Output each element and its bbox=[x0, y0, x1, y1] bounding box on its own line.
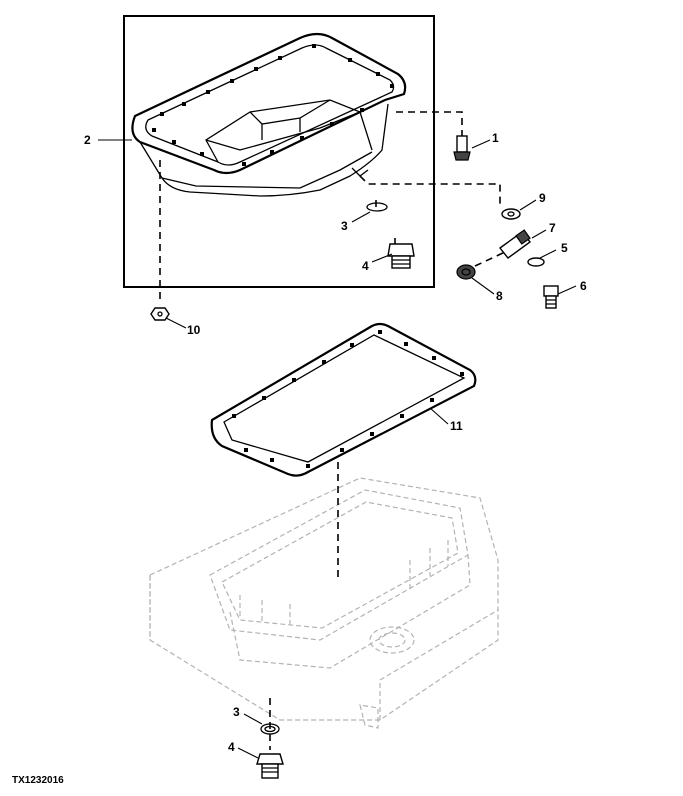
callout-10: 10 bbox=[187, 323, 201, 337]
part-3-o-ring-lower bbox=[260, 723, 280, 735]
leader-lines bbox=[98, 139, 577, 759]
callout-1: 1 bbox=[492, 131, 499, 145]
part-4-drain-plug-upper bbox=[387, 243, 415, 269]
callout-4-lower: 4 bbox=[228, 740, 235, 754]
part-5-washer bbox=[527, 257, 545, 267]
part-7-fitting bbox=[498, 229, 532, 259]
callout-2: 2 bbox=[84, 133, 91, 147]
callout-3-lower: 3 bbox=[233, 705, 240, 719]
callout-4-upper: 4 bbox=[362, 259, 369, 273]
callout-5: 5 bbox=[561, 241, 568, 255]
part-4-drain-plug-lower bbox=[256, 753, 284, 779]
inset-frame bbox=[123, 15, 435, 288]
part-3-o-ring-upper bbox=[366, 202, 388, 212]
figure-id: TX1232016 bbox=[12, 775, 64, 786]
oil-pan bbox=[131, 32, 407, 197]
callout-11: 11 bbox=[450, 419, 463, 433]
callout-9: 9 bbox=[539, 191, 546, 205]
part-10-nut bbox=[150, 307, 170, 321]
callout-8: 8 bbox=[496, 289, 503, 303]
engine-block-ghost bbox=[149, 477, 499, 729]
oil-pan-gasket bbox=[210, 322, 477, 477]
callout-6: 6 bbox=[580, 279, 587, 293]
callout-3-upper: 3 bbox=[341, 219, 348, 233]
part-8-nut bbox=[456, 264, 476, 280]
part-1-bolt bbox=[453, 135, 471, 161]
callout-7: 7 bbox=[549, 221, 556, 235]
part-9-washer bbox=[501, 208, 521, 220]
part-6-plug bbox=[543, 285, 559, 309]
